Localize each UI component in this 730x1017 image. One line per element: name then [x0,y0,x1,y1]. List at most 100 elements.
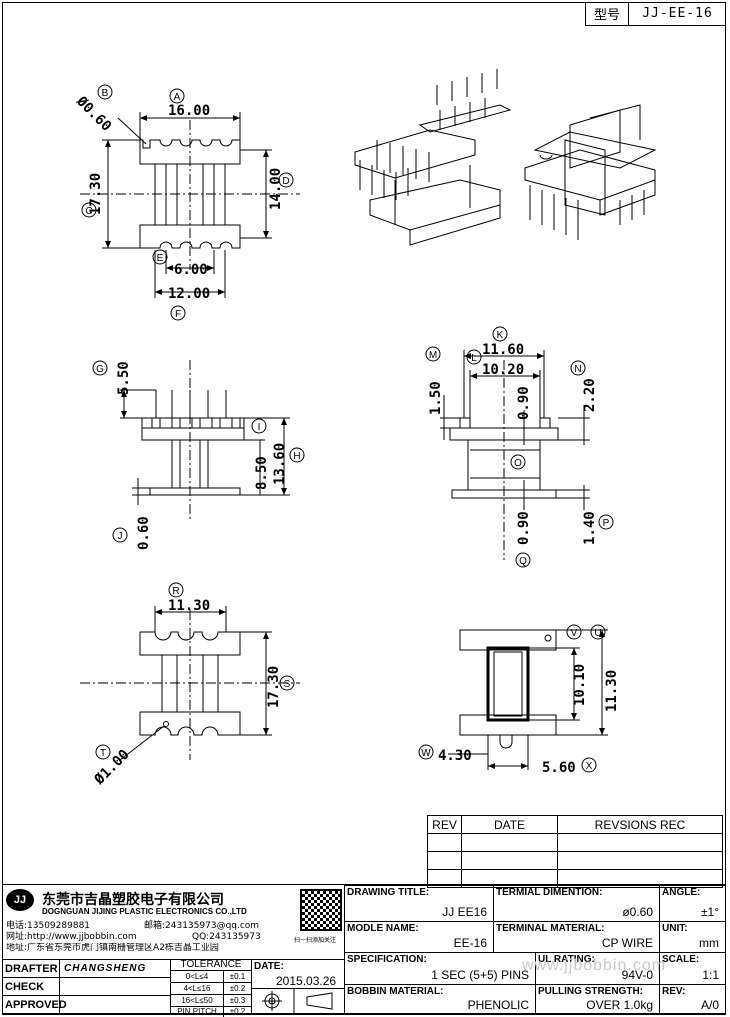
marker-t: T [100,748,106,759]
tolerance-table: TOLERANCE 0<L≤4±0.1 4<L≤16±0.2 16<L≤50±0… [170,959,252,1017]
dim-11-60: 11.60 [482,342,524,358]
dim-4-30: 4.30 [438,748,472,764]
dim-10-20: 10.20 [482,362,524,378]
marker-e: E [157,253,164,264]
rev-value: A/0 [700,998,719,1012]
projection-symbol [251,988,345,1015]
specification-label: SPECIFICATION: [347,954,427,965]
marker-j: J [118,531,123,542]
company-logo: JJ [6,889,34,911]
technical-drawing: 16.00 Ø0.60 17.30 14.00 6.00 12.00 5.50 … [72,69,657,789]
bobbin-material-value: PHENOLIC [467,998,529,1012]
dim-5-50: 5.50 [116,361,132,395]
ul-rating-label: UL RATING: [538,954,595,965]
drawing-title-value: JJ EE16 [442,905,487,919]
approved-label: APPROVED [5,999,67,1011]
angle-value: ±1° [700,905,719,919]
marker-r: R [172,586,179,597]
bobbin-material-label: BOBBIN MATERIAL: [347,986,444,997]
marker-s: S [284,679,291,690]
date-value: 2015.03.26 [276,974,337,988]
scale-label: SCALE: [662,954,700,965]
model-value: JJ-EE-16 [642,6,713,21]
tol-value-2: ±0.2 [229,984,246,993]
marker-h: H [293,451,300,462]
angle-label: ANGLE: [662,887,701,898]
tol-range-2: 4<L≤16 [171,983,224,994]
dim-17-30-bottom: 17.30 [266,666,282,708]
module-name-label: MODLE NAME: [347,923,419,934]
dim-phi-0-60: Ø0.60 [72,93,114,135]
terminal-material-value: CP WIRE [601,936,653,950]
check-label: CHECK [5,981,45,993]
marker-m: M [429,350,437,361]
dim-11-30: 11.30 [168,598,210,614]
drafter-value: CHANGSHENG [64,963,147,974]
dim-5-60: 5.60 [542,760,576,776]
dim-6-00: 6.00 [174,262,208,278]
company-email: 邮箱:243135973@qq.com [144,921,260,931]
model-box: 型号 JJ-EE-16 [585,2,726,26]
dim-11-30-section: 11.30 [604,670,620,712]
rev-col-header: REV [427,815,462,834]
tolerance-label: TOLERANCE [171,960,251,971]
marker-q: Q [519,556,527,567]
marker-f: F [175,309,181,320]
drawing-title-label: DRAWING TITLE: [347,887,430,898]
arrowheads [105,115,605,769]
pulling-strength-label: PULLING STRENGTH: [538,986,643,997]
qr-caption: 扫一扫添加关注 [294,937,337,944]
company-phone: 电话:13509289881 [6,921,91,931]
marker-v: V [571,628,578,639]
dim-13-60: 13.60 [272,443,288,485]
scale-value: 1:1 [702,968,719,982]
title-block: JJ 东莞市吉晶塑胶电子有限公司 DOGNGUAN JIJING PLASTIC… [2,884,726,1017]
dim-17-30: 17.30 [88,173,104,215]
ul-rating-value: 94V-0 [621,968,653,982]
qr-code-icon [300,889,342,931]
marker-k: K [497,330,504,341]
marker-n: N [574,364,581,375]
marker-i: I [258,422,261,433]
circled-markers: A B C D E F G H I J K L M N O P Q R S T … [81,84,614,773]
marker-u: U [594,628,601,639]
tol-range-4: PIN PITCH [171,1007,224,1017]
specification-value: 1 SEC (5+5) PINS [431,968,529,982]
watermark: www.jjbobbin.com [522,957,667,974]
pulling-strength-value: OVER 1.0kg [586,998,653,1012]
dim-16-00: 16.00 [168,103,210,119]
unit-value: mm [699,936,719,950]
revision-table: REV DATE REVSIONS REC [427,815,723,888]
marker-o: O [514,458,522,469]
dim-14-00: 14.00 [268,168,284,210]
front-view [440,350,590,560]
tol-value-3: ±0.3 [229,996,246,1005]
date-col-header: DATE [461,815,558,834]
terminal-dimension-label: TERMIAL DIMENTION: [496,887,603,898]
model-key: 型号 [586,2,629,25]
marker-c: C [85,206,92,217]
rev-label: REV: [662,986,686,997]
dim-1-50: 1.50 [428,381,444,415]
isometric-view-right [524,104,657,240]
marker-x: X [586,761,593,772]
marker-p: P [603,518,610,529]
tol-range-1: 0<L≤4 [171,971,224,982]
marker-w: W [421,748,431,759]
terminal-material-label: TERMINAL MATERIAL: [496,923,605,934]
isometric-view-left [354,69,512,246]
tol-range-3: 16<L≤50 [171,995,224,1006]
dim-phi-1-00: Ø1.00 [91,747,133,789]
company-website: 网址:http://www.jjbobbin.com [6,932,137,942]
marker-d: D [282,176,289,187]
bottom-view [80,606,300,761]
dim-8-50: 8.50 [254,456,270,490]
marker-l: L [471,353,477,364]
dim-2-20: 2.20 [582,378,598,412]
date-label: DATE: [254,961,284,972]
unit-label: UNIT: [662,923,688,934]
side-view [120,360,290,520]
dim-0-60: 0.60 [136,516,152,550]
dim-12-00: 12.00 [168,286,210,302]
